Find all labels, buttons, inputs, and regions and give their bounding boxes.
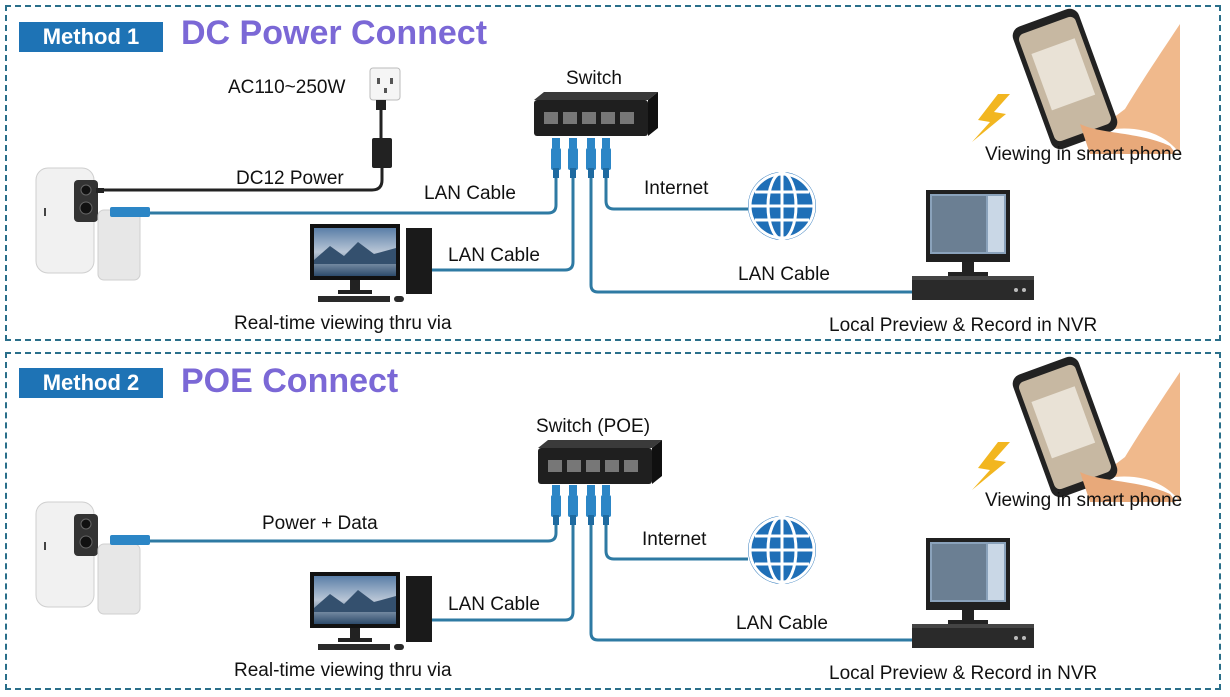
smartphone-icon <box>1009 353 1180 502</box>
nvr-monitor-icon <box>912 190 1034 300</box>
power-label: AC110~250W <box>228 77 346 98</box>
dc-jack <box>96 188 104 193</box>
internet-label: Internet <box>642 529 707 550</box>
dc-power-label: DC12 Power <box>236 168 344 189</box>
camera-lan-plug <box>110 207 150 217</box>
nvr-caption: Local Preview & Record in NVR <box>829 663 1098 684</box>
switch-icon <box>534 92 658 136</box>
smartphone-icon <box>1009 5 1180 154</box>
camera-cable-label: LAN Cable <box>424 183 516 204</box>
nvr-cable-label: LAN Cable <box>738 264 830 285</box>
desktop-pc-icon <box>310 572 432 650</box>
method-2-cables <box>150 495 912 642</box>
power-adapter-icon <box>372 138 392 168</box>
pc-caption: Real-time viewing thru via <box>234 660 452 681</box>
switch-plugs <box>551 138 611 178</box>
wall-socket-icon <box>369 67 401 110</box>
camera-lan-plug <box>110 535 150 545</box>
globe-icon <box>746 170 818 242</box>
method-2-title: POE Connect <box>181 362 399 400</box>
camera-icon <box>35 501 141 615</box>
pc-caption: Real-time viewing thru via <box>234 313 452 334</box>
camera-icon <box>35 167 141 281</box>
pc-cable-label: LAN Cable <box>448 594 540 615</box>
method-2-panel <box>5 352 1221 690</box>
method-1-title: DC Power Connect <box>181 14 488 52</box>
method-2-badge: Method 2 <box>19 368 163 398</box>
dc-power-line <box>100 168 384 192</box>
switch-label: Switch <box>566 68 622 89</box>
phone-caption: Viewing in smart phone <box>985 490 1183 511</box>
switch-icon <box>538 440 662 484</box>
phone-caption: Viewing in smart phone <box>985 144 1183 165</box>
nvr-monitor-icon <box>912 538 1034 648</box>
method-1-badge: Method 1 <box>19 22 163 52</box>
pc-cable-label: LAN Cable <box>448 245 540 266</box>
switch-plugs <box>551 485 611 525</box>
method-1-panel <box>5 5 1221 341</box>
switch-label: Switch (POE) <box>536 416 651 437</box>
lightning-icon <box>972 94 1010 142</box>
nvr-cable-label: LAN Cable <box>736 613 828 634</box>
desktop-pc-icon <box>310 224 432 302</box>
nvr-caption: Local Preview & Record in NVR <box>829 315 1098 336</box>
globe-icon <box>746 514 818 586</box>
internet-label: Internet <box>644 178 709 199</box>
method-1-cables <box>150 148 912 294</box>
camera-cable-label: Power + Data <box>262 513 378 534</box>
lightning-icon <box>972 442 1010 490</box>
